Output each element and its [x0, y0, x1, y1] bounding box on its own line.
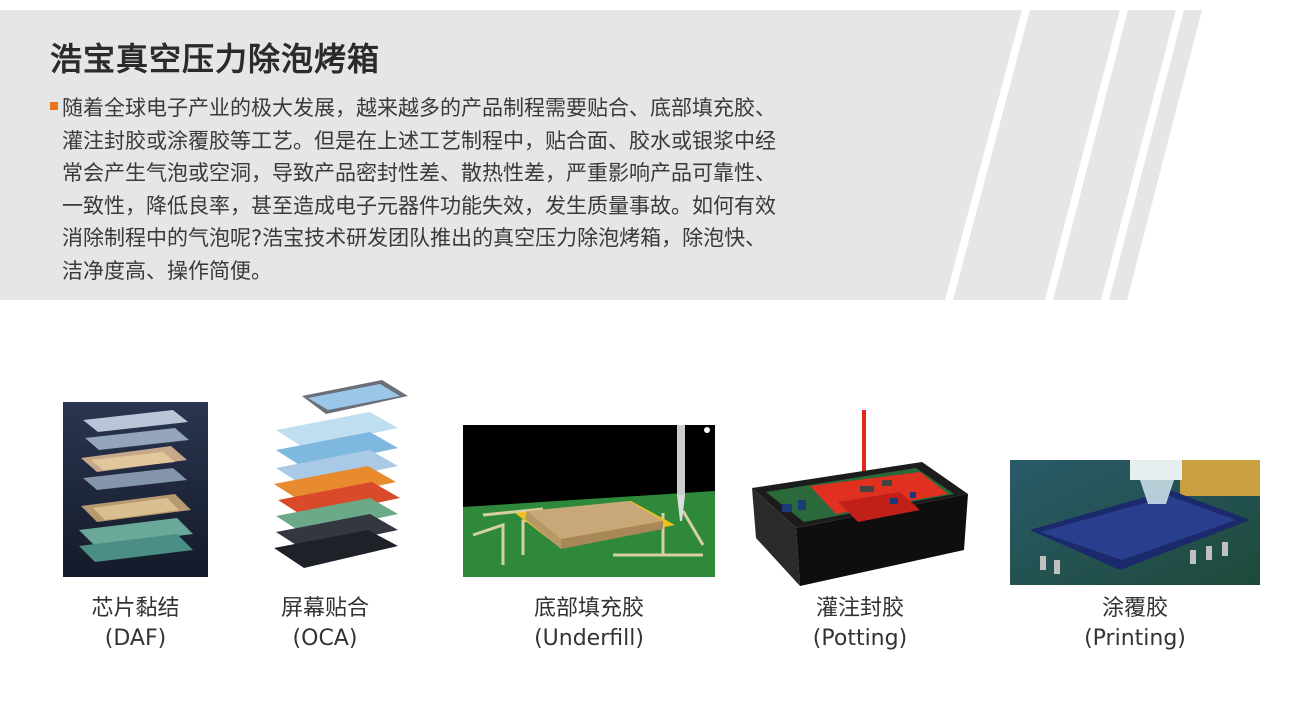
bullet-icon: [50, 102, 58, 110]
process-name: 芯片黏结: [91, 596, 180, 621]
page-title: 浩宝真空压力除泡烤箱: [50, 40, 381, 78]
process-caption-underfill: 底部填充胶 (Underfill): [489, 594, 689, 654]
process-abbr: (DAF): [104, 626, 167, 651]
process-caption-daf: 芯片黏结 (DAF): [63, 594, 208, 654]
intro-line: 常会产生气泡或空洞，导致产品密封性差、散热性差，严重影响产品可靠性、: [62, 161, 776, 185]
underfill-image: [463, 425, 715, 577]
process-name: 灌注封胶: [815, 596, 904, 621]
process-abbr: (Potting): [812, 626, 908, 651]
daf-image: [63, 402, 208, 577]
process-name: 屏幕贴合: [280, 596, 369, 621]
intro-line: 洁净度高、操作简便。: [62, 258, 272, 283]
intro-line: 消除制程中的气泡呢?浩宝技术研发团队推出的真空压力除泡烤箱，除泡快、: [62, 226, 767, 250]
process-abbr: (Printing): [1084, 626, 1186, 651]
printing-image: [1010, 460, 1260, 585]
oca-image: [262, 378, 412, 578]
process-caption-potting: 灌注封胶 (Potting): [760, 594, 960, 654]
process-name: 涂覆胶: [1101, 596, 1168, 621]
process-abbr: (OCA): [292, 626, 358, 651]
process-caption-printing: 涂覆胶 (Printing): [1035, 594, 1235, 654]
header-banner: 浩宝真空压力除泡烤箱 随着全球电子产业的极大发展，越来越多的产品制程需要贴合、底…: [0, 10, 1310, 300]
intro-line: 灌注封胶或涂覆胶等工艺。但是在上述工艺制程中，贴合面、胶水或银浆中经: [62, 128, 776, 153]
banner-background: [0, 10, 1202, 300]
intro-paragraph: 随着全球电子产业的极大发展，越来越多的产品制程需要贴合、底部填充胶、 灌注封胶或…: [50, 92, 890, 287]
intro-line: 随着全球电子产业的极大发展，越来越多的产品制程需要贴合、底部填充胶、: [50, 92, 890, 125]
process-caption-oca: 屏幕贴合 (OCA): [250, 594, 400, 654]
process-abbr: (Underfill): [534, 626, 644, 651]
intro-line: 一致性，降低良率，甚至造成电子元器件功能失效，发生质量事故。如何有效: [62, 193, 776, 218]
potting-image: [750, 410, 970, 588]
process-name: 底部填充胶: [533, 596, 644, 621]
